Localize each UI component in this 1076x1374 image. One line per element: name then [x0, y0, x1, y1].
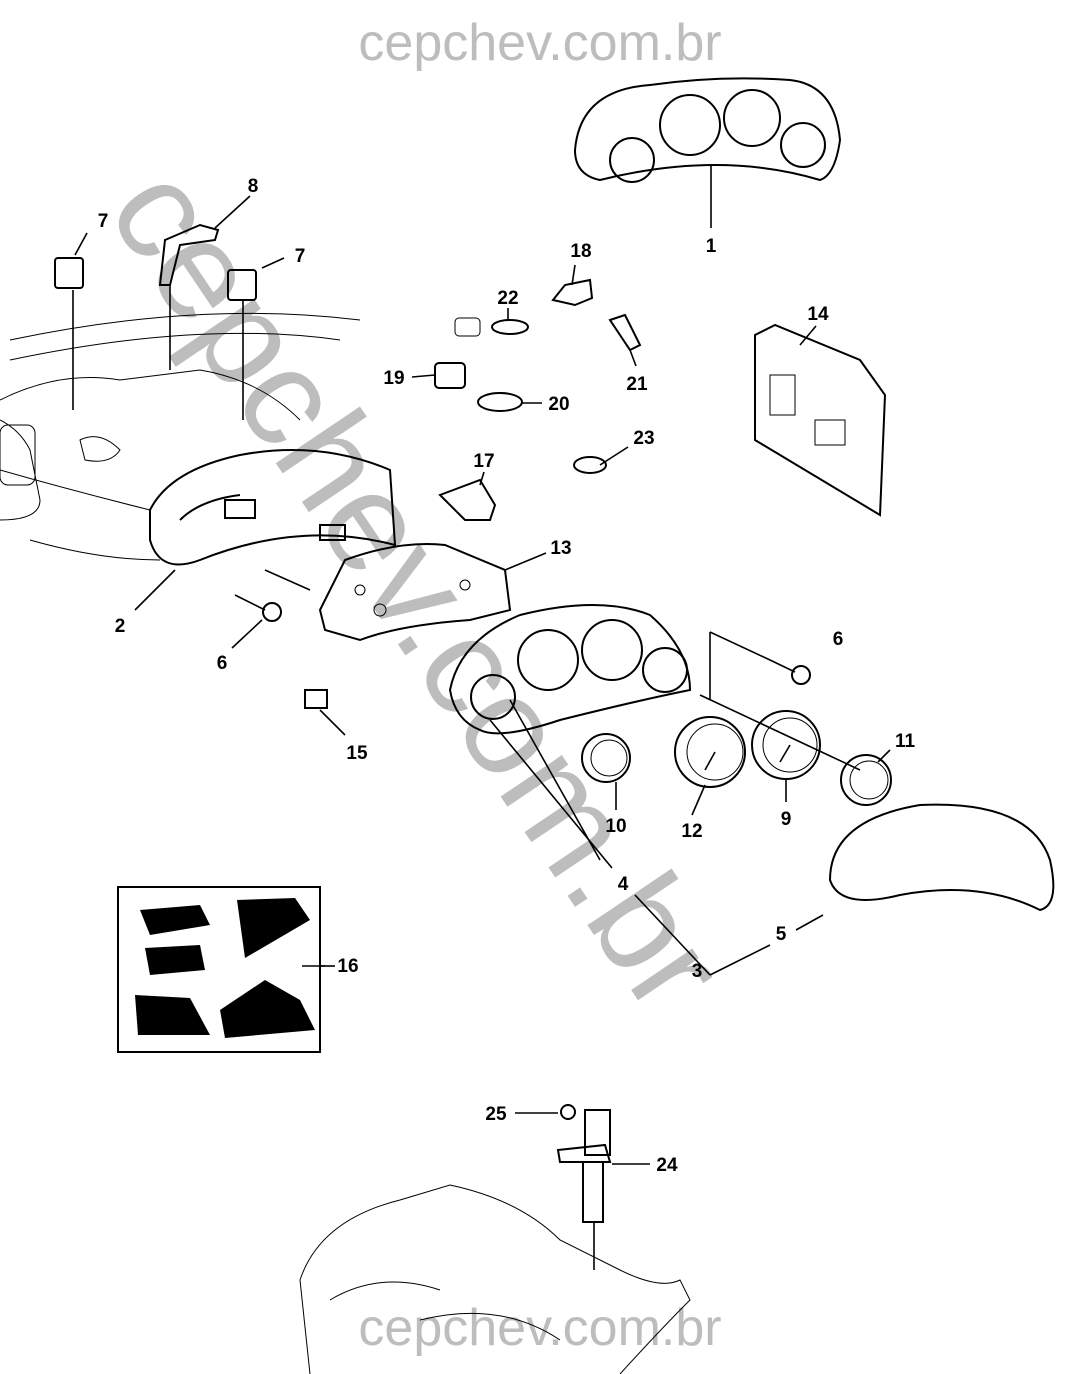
callout-7-left: 7	[98, 211, 109, 232]
callout-10: 10	[605, 816, 626, 837]
callout-12: 12	[681, 821, 702, 842]
part-15-connector	[304, 689, 328, 709]
callout-18: 18	[570, 241, 591, 262]
part-25-bolt	[560, 1104, 576, 1120]
part-6-screw-right	[769, 659, 811, 685]
part-19-socket	[434, 362, 466, 389]
part-2-rear-housing	[149, 449, 397, 566]
part-8-bracket	[158, 223, 220, 286]
part-22-bulb	[454, 317, 529, 337]
part-20-bulb	[477, 392, 523, 412]
leader-lines	[72, 165, 891, 1270]
callout-6-left: 6	[217, 653, 228, 674]
part-12-speedometer	[674, 716, 746, 788]
dashboard-outline	[0, 312, 361, 561]
callout-1: 1	[706, 236, 717, 257]
part-16-gasket-set	[117, 886, 321, 1053]
transmission-outline	[299, 1184, 691, 1374]
callout-17: 17	[473, 451, 494, 472]
part-11-gauge	[840, 754, 892, 806]
part-17-connector	[438, 478, 497, 521]
callout-20: 20	[548, 394, 569, 415]
part-21-bulb	[608, 313, 642, 352]
callout-24: 24	[656, 1155, 678, 1176]
part-6-screw-left	[234, 594, 282, 622]
callout-22: 22	[497, 288, 518, 309]
part-9-tachometer	[751, 710, 821, 780]
callout-13: 13	[550, 538, 571, 559]
callout-3: 3	[692, 961, 703, 982]
part-23-bulb	[573, 456, 607, 474]
callout-19: 19	[383, 368, 404, 389]
part-1-instrument-cluster	[573, 77, 842, 183]
watermark-top: cepchev.com.br	[358, 14, 721, 72]
part-14-circuit-board	[754, 323, 887, 517]
watermark-bottom: cepchev.com.br	[358, 1299, 721, 1357]
callout-16: 16	[337, 956, 358, 977]
part-24-speed-sensor	[556, 1109, 612, 1223]
callout-2: 2	[115, 616, 126, 637]
callout-11: 11	[895, 731, 916, 752]
callout-4: 4	[618, 874, 629, 895]
part-13-printed-circuit	[318, 543, 512, 642]
part-18-socket	[551, 278, 594, 307]
part-4-gauge-carrier	[448, 604, 692, 735]
callout-8: 8	[248, 176, 259, 197]
callout-21: 21	[626, 374, 648, 395]
callout-23: 23	[633, 428, 654, 449]
part-7-clip-right	[227, 269, 257, 301]
callout-25: 25	[485, 1104, 507, 1125]
callout-7-right: 7	[295, 246, 306, 267]
part-7-clip-left	[54, 257, 84, 289]
callout-5: 5	[776, 924, 787, 945]
callout-14: 14	[807, 304, 829, 325]
part-10-gauge	[581, 733, 631, 783]
callout-15: 15	[346, 743, 368, 764]
callout-9: 9	[781, 809, 792, 830]
part-5-lens	[828, 803, 1055, 912]
callout-6-right: 6	[833, 629, 844, 650]
watermark-diagonal: cepchev.com.br	[80, 139, 757, 1037]
